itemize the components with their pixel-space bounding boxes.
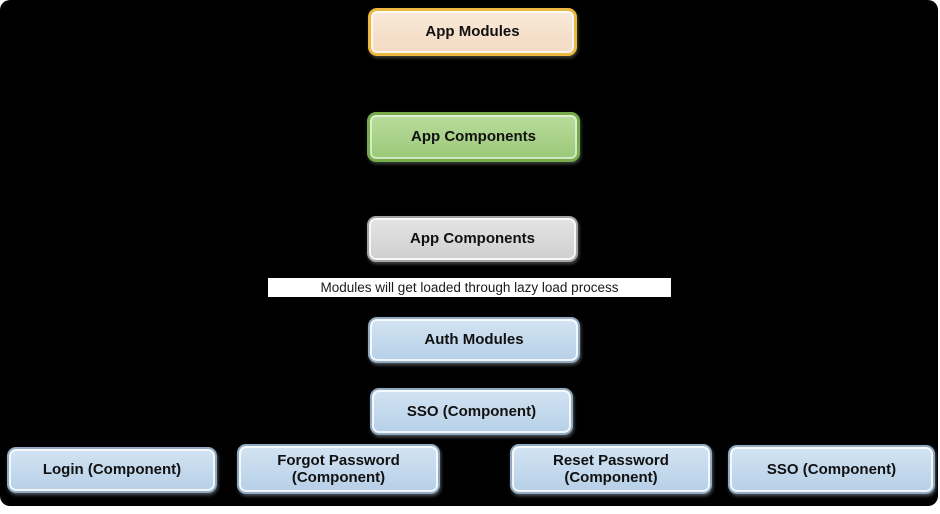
node-sso-component: SSO (Component) xyxy=(370,388,573,435)
connector-line xyxy=(469,56,471,112)
node-label: App Components xyxy=(410,230,535,248)
connector-line xyxy=(337,440,339,445)
node-app-components-mid: App Components xyxy=(367,216,578,262)
connector-line xyxy=(610,440,612,445)
node-reset-password-component: Reset Password (Component) xyxy=(510,444,712,494)
node-forgot-password-component: Forgot Password (Component) xyxy=(237,444,440,494)
node-sso-component-leaf: SSO (Component) xyxy=(728,445,935,494)
node-label: SSO (Component) xyxy=(406,402,537,420)
lazy-load-note-banner: Modules will get loaded through lazy loa… xyxy=(267,277,672,298)
node-login-component: Login (Component) xyxy=(7,447,217,493)
node-label: Forgot Password (Component) xyxy=(277,451,400,486)
connector-line xyxy=(111,440,113,447)
node-label: App Components xyxy=(411,128,536,146)
node-label: App Modules xyxy=(425,23,520,41)
node-label: Login (Component) xyxy=(42,461,182,479)
node-label: Auth Modules xyxy=(424,331,524,349)
node-label: SSO (Component) xyxy=(766,460,897,478)
node-auth-modules: Auth Modules xyxy=(368,317,580,363)
connector-line xyxy=(830,440,832,446)
connector-line xyxy=(469,435,471,441)
node-app-components-top: App Components xyxy=(367,112,580,162)
node-app-modules: App Modules xyxy=(368,8,577,56)
node-label: Reset Password (Component) xyxy=(553,451,669,486)
connector-line xyxy=(469,162,471,216)
banner-text: Modules will get loaded through lazy loa… xyxy=(320,280,619,295)
connector-line xyxy=(469,363,471,388)
connector-line xyxy=(111,440,832,442)
